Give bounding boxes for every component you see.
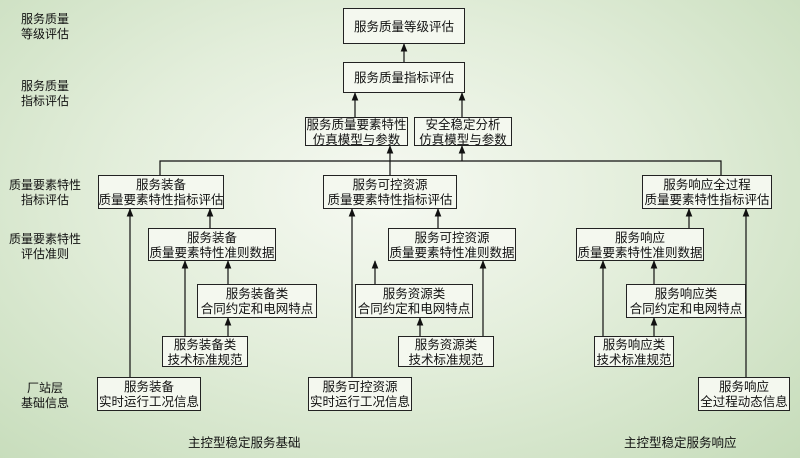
node-equip-criteria-data: 服务装备 质量要素特性准则数据 bbox=[148, 228, 276, 261]
node-sim-safety-model: 安全稳定分析 仿真模型与参数 bbox=[414, 117, 512, 147]
side-label-grade: 服务质量 等级评估 bbox=[20, 12, 69, 41]
node-ctrl-contract: 服务资源类 合同约定和电网特点 bbox=[355, 284, 473, 318]
node-resp-standard: 服务响应类 技术标准规范 bbox=[594, 336, 674, 367]
node-ctrl-index-eval: 服务可控资源 质量要素特性指标评估 bbox=[323, 175, 457, 209]
node-resp-dynamic-info: 服务响应 全过程动态信息 bbox=[698, 377, 790, 411]
node-equip-standard: 服务装备类 技术标准规范 bbox=[162, 336, 248, 367]
node-service-quality-index: 服务质量指标评估 bbox=[343, 62, 465, 93]
side-label-char-criteria: 质量要素特性 评估准则 bbox=[8, 232, 81, 261]
node-equip-index-eval: 服务装备 质量要素特性指标评估 bbox=[98, 175, 224, 209]
node-resp-contract: 服务响应类 合同约定和电网特点 bbox=[626, 284, 746, 318]
node-resp-criteria-data: 服务响应 质量要素特性准则数据 bbox=[576, 228, 704, 261]
footer-service-basis: 主控型稳定服务基础 bbox=[188, 435, 301, 450]
footer-service-response: 主控型稳定服务响应 bbox=[624, 435, 737, 450]
node-equip-runtime-info: 服务装备 实时运行工况信息 bbox=[97, 377, 201, 411]
side-label-station: 厂站层 基础信息 bbox=[20, 381, 69, 410]
side-label-char-index: 质量要素特性 指标评估 bbox=[8, 178, 81, 207]
node-service-quality-grade: 服务质量等级评估 bbox=[343, 8, 465, 44]
node-resp-index-eval: 服务响应全过程 质量要素特性指标评估 bbox=[642, 175, 772, 209]
node-ctrl-runtime-info: 服务可控资源 实时运行工况信息 bbox=[308, 377, 412, 411]
bus-level3 bbox=[159, 160, 722, 175]
node-equip-contract: 服务装备类 合同约定和电网特点 bbox=[197, 284, 317, 318]
node-ctrl-standard: 服务资源类 技术标准规范 bbox=[398, 336, 494, 367]
node-sim-quality-model: 服务质量要素特性 仿真模型与参数 bbox=[305, 116, 408, 147]
side-label-index: 服务质量 指标评估 bbox=[20, 79, 69, 108]
node-ctrl-criteria-data: 服务可控资源 质量要素特性准则数据 bbox=[388, 228, 516, 261]
